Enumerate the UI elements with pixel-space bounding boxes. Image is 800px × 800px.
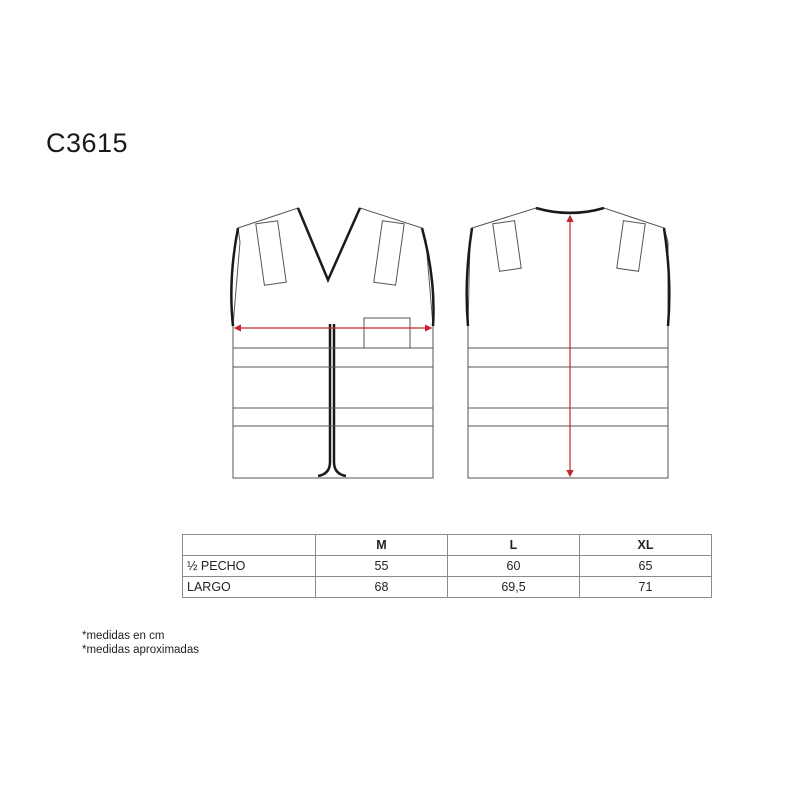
front-left-shoulder-strip [255, 220, 287, 286]
table-cell: 71 [579, 576, 712, 598]
note-approximate: *medidas aproximadas [82, 644, 199, 656]
front-right-armhole [420, 227, 435, 327]
back-neckline [535, 206, 605, 215]
size-table-corner-cell [182, 534, 316, 556]
row-label-half-chest: ½ PECHO [182, 555, 316, 577]
table-cell: 60 [447, 555, 580, 577]
table-row: ½ PECHO 55 60 65 [182, 555, 712, 577]
vest-technical-drawing [230, 206, 671, 479]
note-units: *medidas en cm [82, 630, 165, 642]
size-column-xl: XL [579, 534, 712, 556]
table-cell: 69,5 [447, 576, 580, 598]
back-left-shoulder-strip [492, 220, 522, 272]
table-cell: 55 [315, 555, 448, 577]
table-cell: 68 [315, 576, 448, 598]
front-right-shoulder-strip [373, 220, 405, 286]
vest-back-outline [467, 207, 669, 479]
back-left-armhole [465, 227, 474, 327]
model-code-title: C3615 [46, 128, 129, 158]
vest-back-view [465, 206, 671, 479]
front-left-armhole [230, 227, 240, 327]
table-cell: 65 [579, 555, 712, 577]
vest-front-view [230, 207, 435, 479]
front-zipper [317, 324, 332, 478]
table-row: LARGO 68 69,5 71 [182, 576, 712, 598]
size-table-header-row: M L XL [182, 534, 712, 556]
back-right-armhole [662, 227, 671, 327]
measurement-notes: *medidas en cm *medidas aproximadas [82, 629, 199, 657]
back-right-shoulder-strip [616, 220, 646, 272]
front-neckline [296, 207, 362, 284]
front-pocket [363, 317, 411, 349]
row-label-length: LARGO [182, 576, 316, 598]
size-column-m: M [315, 534, 448, 556]
size-column-l: L [447, 534, 580, 556]
size-table: M L XL ½ PECHO 55 60 65 LARGO 68 69,5 71 [182, 534, 712, 598]
